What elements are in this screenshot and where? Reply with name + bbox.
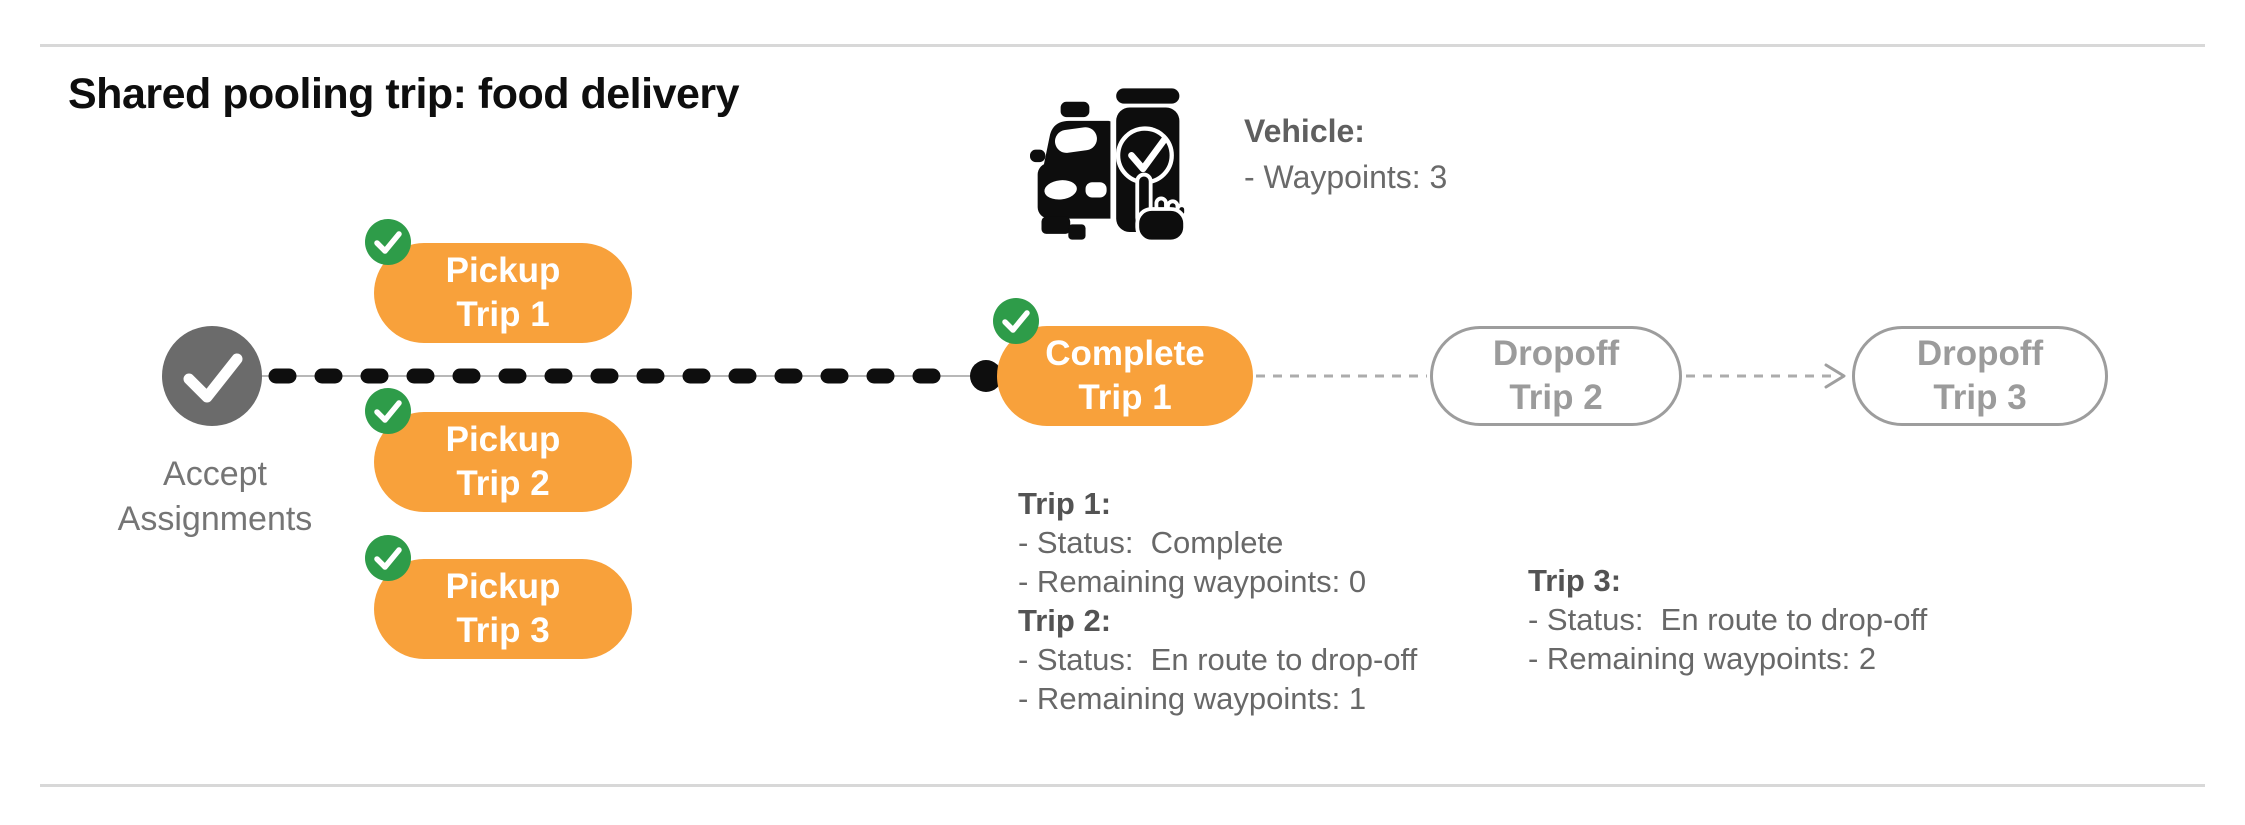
check-badge-icon [993,298,1039,344]
vehicle-legend: Vehicle: - Waypoints: 3 [1244,108,1447,200]
vehicle-label: Vehicle: [1244,113,1365,149]
vehicle-waypoints: - Waypoints: 3 [1244,159,1448,195]
bottom-divider [40,784,2205,787]
complete-trip-1-node: Complete Trip 1 [993,298,1253,426]
trip-2-status-title: Trip 2: [1018,603,1112,638]
trip-2-status-line: - Status: En route to drop-off [1018,642,1418,677]
check-badge-icon [365,219,411,265]
pickup-trip-2-node: Pickup Trip 2 [365,388,632,512]
car-phone-check-icon [1030,82,1188,244]
top-divider [40,44,2205,47]
diagram-title: Shared pooling trip: food delivery [68,70,740,118]
trip-2-waypoints-line: - Remaining waypoints: 1 [1018,681,1367,716]
trip-3-waypoints-line: - Remaining waypoints: 2 [1528,641,1877,676]
accept-assignments-label: Accept Assignments [117,455,313,538]
arrowhead-icon [1824,363,1846,389]
trip-3-status-block: Trip 3: - Status: En route to drop-off -… [1528,561,1927,678]
accept-assignments-node [162,326,262,426]
pickup-trip-1-node: Pickup Trip 1 [365,219,632,343]
trip-1-status-line: - Status: Complete [1018,525,1284,560]
trip-1-waypoints-line: - Remaining waypoints: 0 [1018,564,1367,599]
pickup-trip-3-node: Pickup Trip 3 [365,535,632,659]
check-badge-icon [365,388,411,434]
trip-1-status-title: Trip 1: [1018,486,1112,521]
dropoff-trip-2-node: Dropoff Trip 2 [1430,326,1682,426]
current-position-dot [970,360,1002,392]
trip-3-status-title: Trip 3: [1528,563,1622,598]
trip-3-status-line: - Status: En route to drop-off [1528,602,1928,637]
trip-1-2-status-block: Trip 1: - Status: Complete - Remaining w… [1018,484,1417,718]
check-badge-icon [365,535,411,581]
check-icon [183,353,243,403]
dropoff-trip-3-node: Dropoff Trip 3 [1852,326,2108,426]
